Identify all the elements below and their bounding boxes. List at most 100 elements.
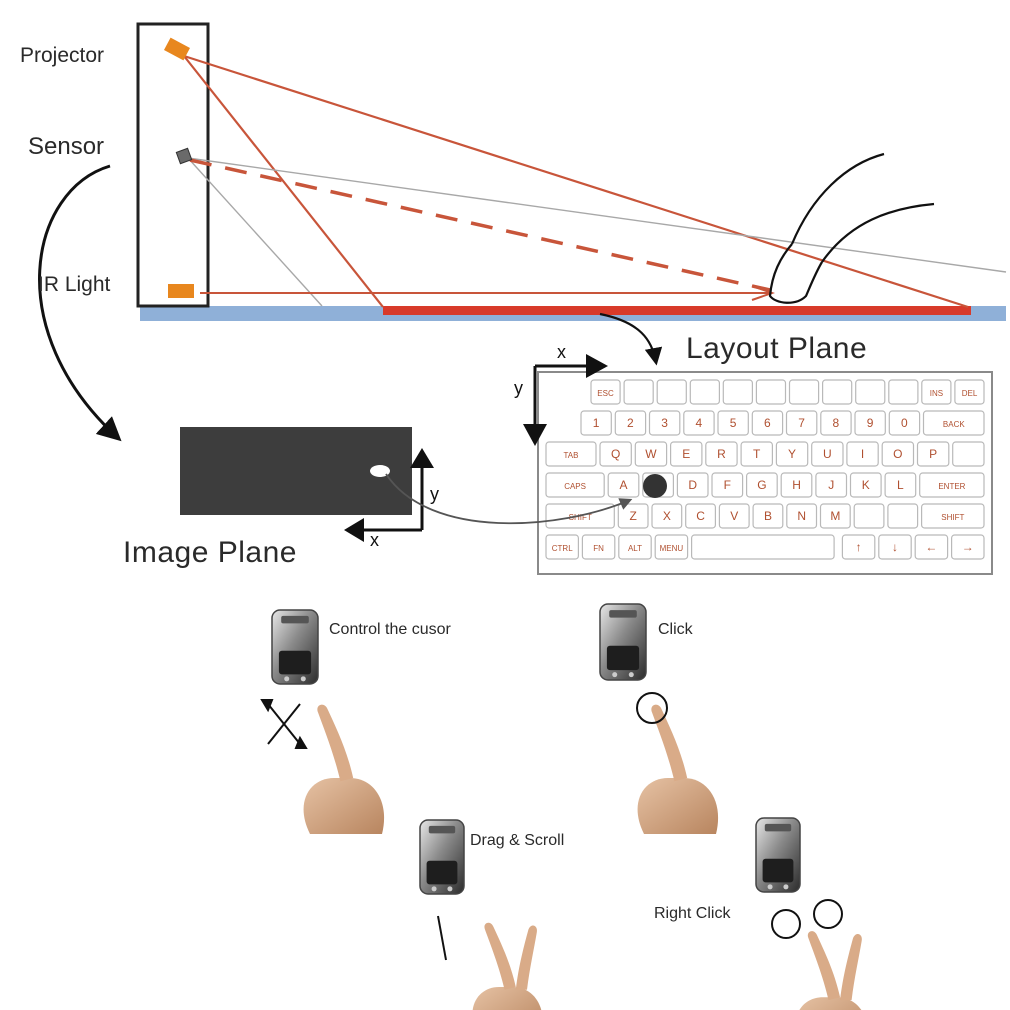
keyboard-key	[952, 441, 985, 467]
keyboard-key-label: ALT	[628, 544, 642, 553]
ir-light-label: IR Light	[38, 273, 111, 296]
keyboard-key	[745, 472, 778, 498]
projector-component	[164, 37, 190, 61]
layout-x-arrowhead	[586, 354, 608, 378]
image-plane-label: Image Plane	[123, 536, 297, 569]
keyboard-key-label: H	[792, 478, 801, 492]
keyboard-key-label: Y	[788, 447, 796, 461]
keyboard-key	[617, 503, 649, 529]
keyboard-device-icon	[419, 819, 465, 895]
keyboard-key-label: CTRL	[552, 544, 573, 553]
keyboard-key	[545, 472, 605, 498]
keyboard-key	[669, 441, 703, 467]
keyboard-key	[884, 472, 917, 498]
keyboard-key-label: INS	[930, 389, 943, 398]
keyboard-key	[683, 410, 715, 436]
keyboard-key	[545, 441, 597, 467]
keyboard-key-label: 6	[764, 416, 771, 430]
sensor-component	[175, 147, 193, 165]
keyboard-key-label: Q	[611, 447, 620, 461]
move-cross-icon	[260, 699, 308, 749]
keyboard-key-label: T	[753, 447, 761, 461]
keyboard-key-label: P	[929, 447, 937, 461]
image-plane-axes	[360, 460, 424, 532]
keyboard-key-label: FN	[593, 544, 604, 553]
keyboard-key	[922, 410, 985, 436]
keyboard-key-label: 7	[798, 416, 805, 430]
keyboard-key	[705, 441, 738, 467]
keyboard-key-label: M	[830, 509, 840, 523]
keyboard-key	[717, 410, 749, 436]
keyboard-key-label: DEL	[962, 389, 978, 398]
keyboard-key	[545, 534, 580, 560]
keyboard-key-label: 3	[661, 416, 668, 430]
layout-plane-axes	[533, 364, 590, 428]
keyboard-key	[676, 472, 709, 498]
keyboard-key	[853, 503, 885, 529]
keyboard-key	[950, 534, 985, 560]
keyboard-key	[685, 503, 717, 529]
gesture-label-right-click: Right Click	[654, 905, 731, 922]
keyboard-key	[811, 441, 844, 467]
keyboard-key-label: ←	[925, 540, 937, 554]
keyboard-key	[881, 441, 915, 467]
keyboard-key-label: 1	[593, 416, 600, 430]
keyboard-key-label: CAPS	[564, 482, 586, 491]
keyboard-key	[849, 472, 882, 498]
keyboard-key	[751, 410, 784, 436]
keyboard-key	[711, 472, 744, 498]
keyboard-key	[580, 410, 612, 436]
keyboard-key-label: ESC	[597, 389, 614, 398]
keyboard-key-label: R	[717, 447, 726, 461]
hand-illustration	[472, 922, 542, 1010]
keyboard-key-label: TAB	[564, 451, 579, 460]
scroll-arrow-icon	[437, 915, 447, 961]
keyboard-key	[820, 410, 852, 436]
ir-light-arrowhead	[751, 285, 776, 301]
keyboard-key	[887, 503, 919, 529]
keyboard-key-label: BACK	[943, 420, 965, 429]
keyboard-key-label: O	[893, 447, 902, 461]
keyboard-key-label: SHIFT	[569, 513, 592, 522]
keyboard-key	[775, 441, 809, 467]
keyboard-key-label: D	[688, 478, 697, 492]
keyboard-key	[821, 379, 853, 405]
keyboard-key-label: E	[682, 447, 690, 461]
keyboard-key-label: ↑	[856, 540, 862, 554]
image-x-arrowhead	[344, 518, 364, 542]
touch-point	[643, 474, 667, 498]
gesture-label-control-cursor: Control the cusor	[329, 621, 451, 638]
keyboard-key	[690, 534, 835, 560]
keyboard-key-label: 9	[867, 416, 874, 430]
keyboard-key-label: W	[645, 447, 657, 461]
keyboard-key	[648, 410, 681, 436]
keyboard-key	[689, 379, 720, 405]
image-x-axis-label: x	[370, 530, 379, 550]
keyboard-key	[651, 503, 683, 529]
keyboard-key-label: ENTER	[938, 482, 965, 491]
keyboard-key-label: SHIFT	[941, 513, 964, 522]
projector-beams	[183, 54, 969, 309]
keyboard-key	[623, 379, 654, 405]
keyboard-key	[590, 379, 621, 405]
keyboard-key	[785, 410, 818, 436]
keyboard-key	[581, 534, 616, 560]
keyboard-key	[841, 534, 876, 560]
keyboard-key-label: J	[828, 478, 834, 492]
tap-circle-icon	[813, 899, 843, 929]
keyboard-key-label: B	[764, 509, 772, 523]
layout-y-axis-label: y	[514, 378, 523, 398]
keyboard-key	[599, 441, 632, 467]
keyboard-key-label: G	[757, 478, 766, 492]
sensor-field-of-view	[187, 157, 1007, 307]
keyboard-key	[752, 503, 784, 529]
image-plane-bright-spot	[370, 465, 390, 477]
keyboard-key-label: 2	[627, 416, 634, 430]
keyboard-key	[855, 379, 886, 405]
keyboard-key	[634, 441, 668, 467]
keyboard-key	[656, 379, 687, 405]
layout-plane-bar	[383, 306, 971, 315]
